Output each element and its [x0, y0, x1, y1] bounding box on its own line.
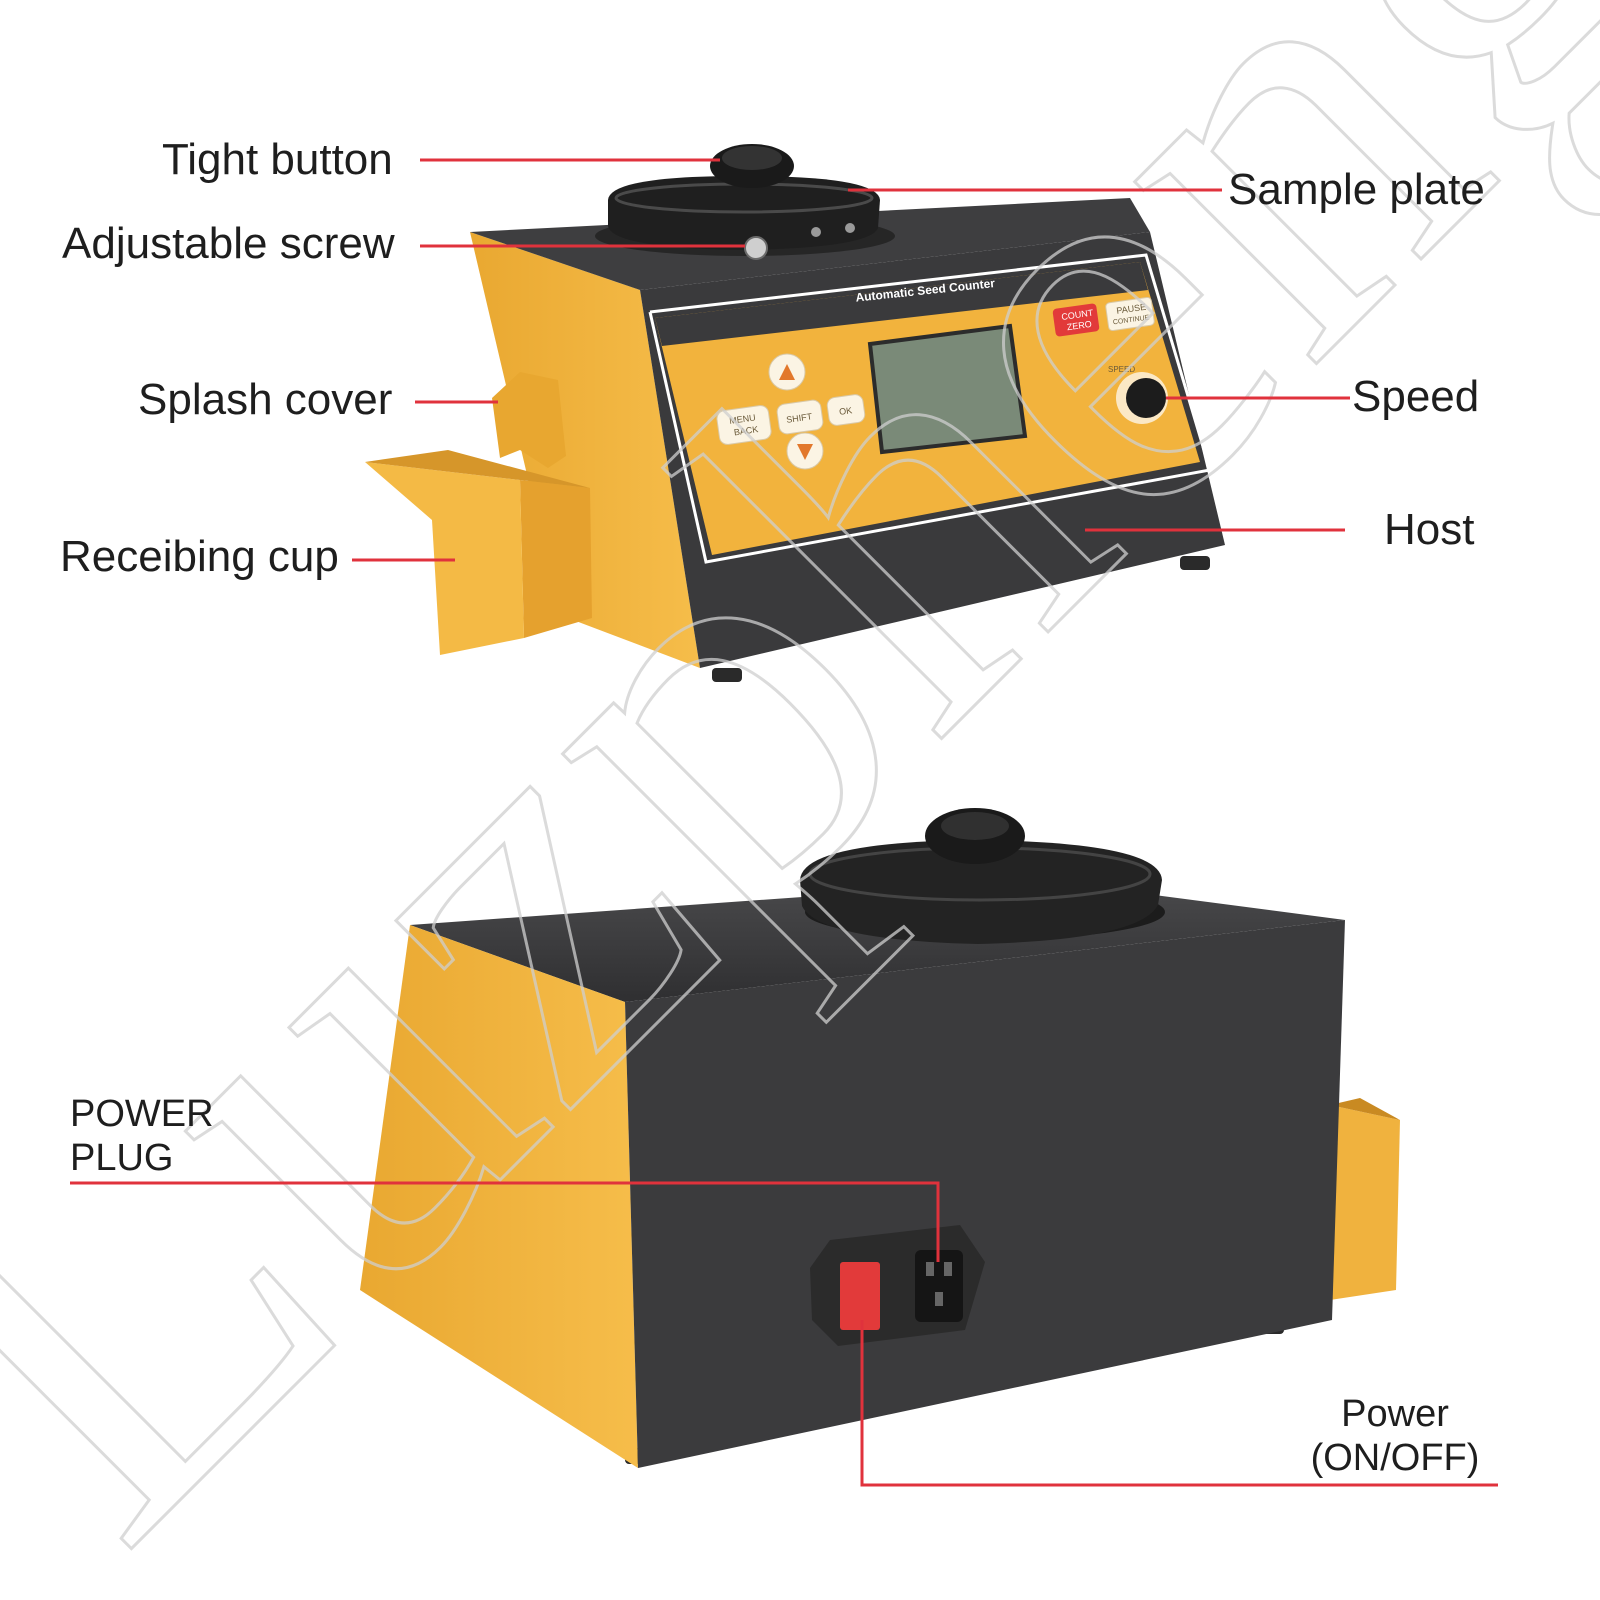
device-side-panel	[470, 232, 700, 668]
bottom-device	[360, 808, 1400, 1468]
receiving-cup-rear-rim	[1330, 1098, 1400, 1120]
socket-pin	[935, 1292, 943, 1306]
label-tight-button: Tight button	[162, 135, 393, 184]
rear-sample-plate	[800, 840, 1162, 944]
plate-hole	[811, 227, 821, 237]
rear-tight-button-top	[941, 812, 1009, 840]
shift-label: SHIFT	[786, 411, 814, 425]
callout-lines	[70, 158, 1498, 1487]
plate-hole	[845, 223, 855, 233]
top-device: Automatic Seed Counter MENU BACK SHIFT O…	[365, 144, 1225, 682]
control-panel-header	[655, 262, 1148, 346]
power-switch[interactable]	[840, 1262, 880, 1330]
rear-face	[625, 920, 1345, 1468]
label-receiving-cup: Receibing cup	[60, 532, 339, 581]
menu-label: MENU	[729, 412, 757, 426]
shift-button[interactable]	[776, 399, 824, 435]
label-power-plug-line2: PLUG	[70, 1137, 174, 1179]
label-adjustable-screw: Adjustable screw	[62, 219, 395, 268]
splash-cover	[492, 372, 566, 468]
label-power-line1: Power	[1341, 1393, 1449, 1435]
count-label: COUNT	[1061, 308, 1095, 322]
lcd-screen	[867, 323, 1028, 455]
foot	[712, 668, 742, 682]
label-host: Host	[1384, 505, 1475, 554]
label-power-switch: Power (ON/OFF)	[1290, 1392, 1500, 1480]
pause-label: PAUSE	[1116, 302, 1147, 316]
ok-button[interactable]	[826, 394, 866, 427]
down-arrow-icon	[797, 444, 813, 460]
foot	[1180, 556, 1210, 570]
pause-continue-button[interactable]	[1105, 296, 1155, 332]
ok-label: OK	[839, 405, 853, 417]
zero-label: ZERO	[1066, 319, 1092, 332]
speed-knob[interactable]	[1126, 378, 1166, 418]
label-sample-plate: Sample plate	[1228, 165, 1485, 214]
label-power-plug: POWER PLUG	[70, 1092, 214, 1180]
socket-pin	[944, 1262, 952, 1276]
receiving-cup-rim	[365, 450, 590, 488]
callout-power-plug	[70, 1181, 940, 1262]
label-splash-cover: Splash cover	[138, 375, 393, 424]
back-label: BACK	[733, 424, 759, 437]
adjustable-screw[interactable]	[744, 236, 768, 260]
panel-trim	[648, 253, 1212, 564]
callout-power-switch	[860, 1320, 1498, 1487]
label-power-line2: (ON/OFF)	[1310, 1437, 1480, 1479]
rear-side-panel	[360, 925, 638, 1468]
label-power-plug-line1: POWER	[70, 1093, 214, 1135]
keypad: MENU BACK SHIFT OK	[716, 353, 866, 470]
up-arrow-icon	[779, 364, 795, 380]
label-speed: Speed	[1352, 372, 1480, 421]
count-zero-button[interactable]	[1052, 303, 1100, 337]
socket-pin	[926, 1262, 934, 1276]
receiving-cup-side	[520, 480, 592, 638]
speed-caption: SPEED	[1108, 365, 1135, 374]
receiving-cup-rear	[1330, 1105, 1400, 1300]
tight-button-top	[722, 146, 782, 170]
menu-back-button[interactable]	[716, 405, 772, 446]
